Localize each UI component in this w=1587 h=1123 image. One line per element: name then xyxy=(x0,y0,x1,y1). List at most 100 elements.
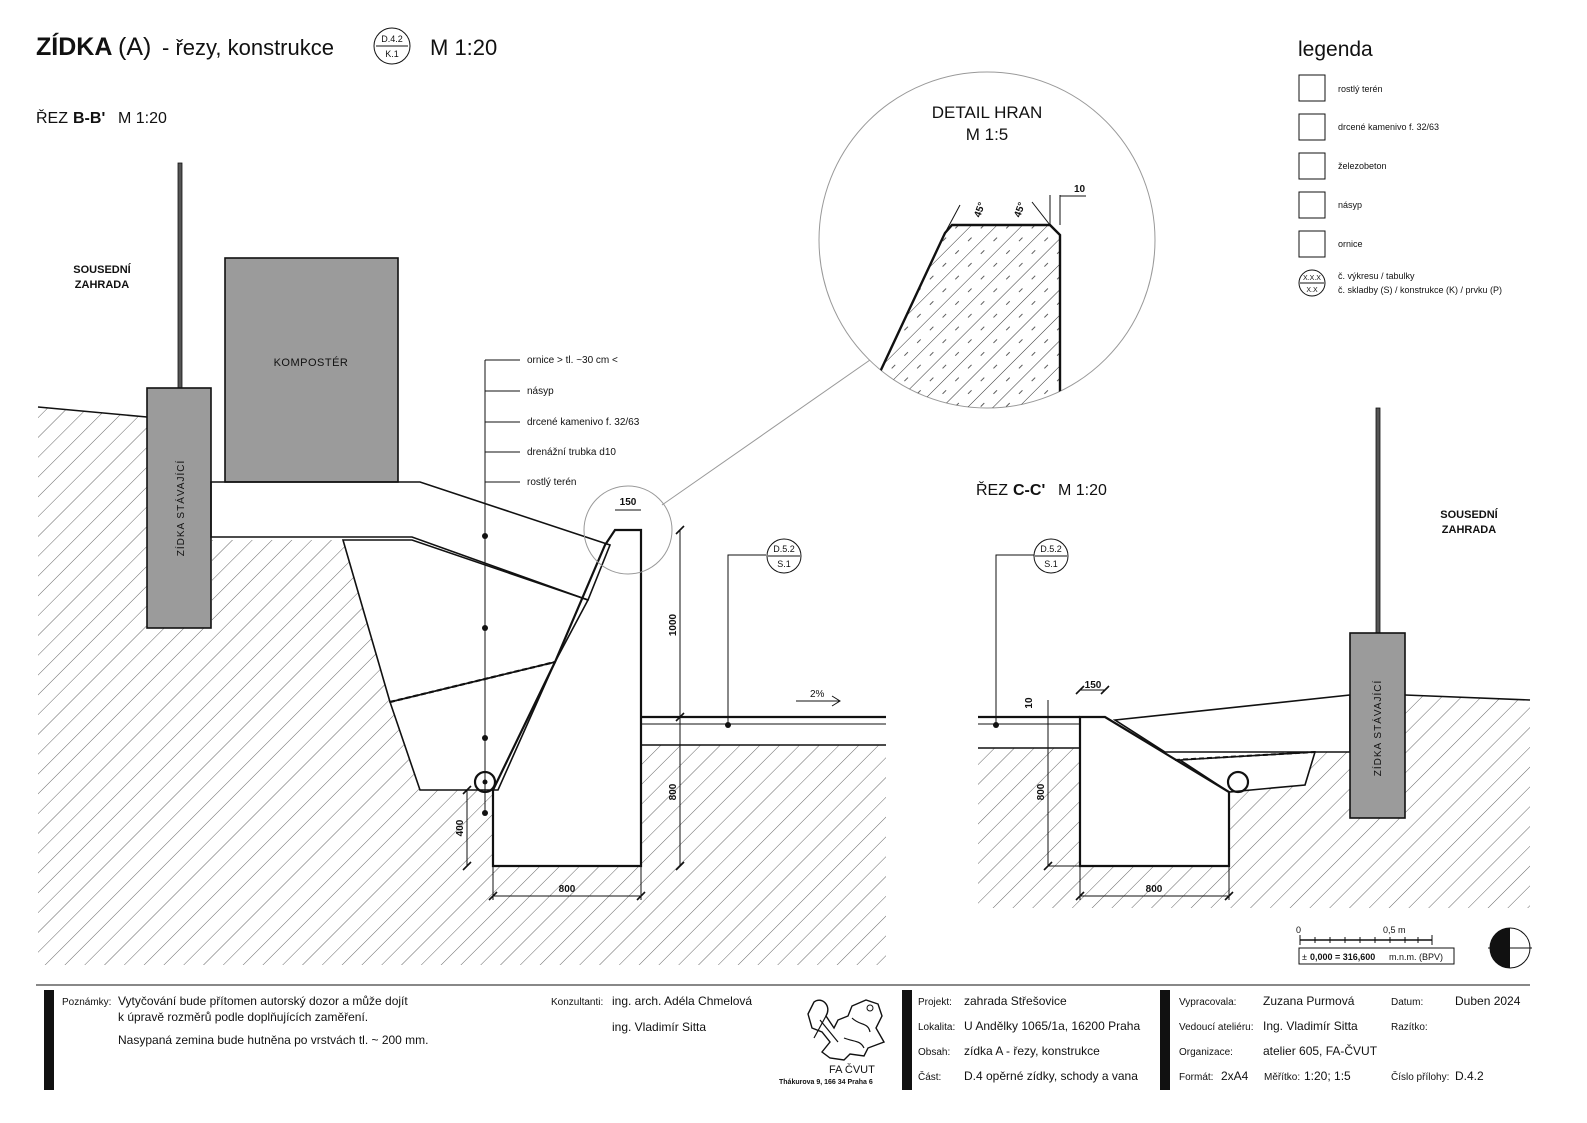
consultant-2: ing. Vladimír Sitta xyxy=(612,1020,707,1034)
scale-label: Měřítko: xyxy=(1264,1072,1301,1083)
date-label: Datum: xyxy=(1391,997,1424,1008)
composter xyxy=(224,257,399,483)
header-ref-symbol: D.4.2 K.1 xyxy=(373,27,411,65)
callout-gravel: drcené kamenivo f. 32/63 xyxy=(527,417,640,428)
svg-text:D.5.2: D.5.2 xyxy=(773,544,795,554)
part-label: Část: xyxy=(918,1072,942,1083)
detail-marker-circle xyxy=(583,485,673,575)
callout-topsoil: ornice > tl. ~30 cm < xyxy=(527,355,618,366)
sheet-value: D.4.2 xyxy=(1455,1069,1484,1083)
legend-swatch-topsoil xyxy=(1298,230,1326,258)
project-value: zahrada Střešovice xyxy=(964,994,1067,1008)
scale-value: 1:20; 1:5 xyxy=(1304,1069,1351,1083)
legend-swatch-gravel xyxy=(1298,113,1326,141)
detail-angle-2: 45° xyxy=(1012,201,1028,219)
head-value: Ing. Vladimír Sitta xyxy=(1263,1019,1358,1033)
stamp-label: Razítko: xyxy=(1391,1022,1428,1033)
section-bb: ŘEZ B-B' M 1:20 ZÍDKA STÁVAJÍCÍ KOMPOSTÉ… xyxy=(36,108,886,965)
part-value: D.4 opěrné zídky, schody a vana xyxy=(964,1069,1138,1083)
callout-drain: drenážní trubka d10 xyxy=(527,447,616,458)
sheet-header: ZÍDKA (A) - řezy, konstrukce D.4.2 K.1 M… xyxy=(36,27,497,65)
note-1b: k úpravě rozměrů podle doplňujících zamě… xyxy=(118,1010,369,1024)
fence-post-bb xyxy=(177,162,183,390)
concrete-wall-cc xyxy=(1078,715,1231,868)
svg-text:K.1: K.1 xyxy=(385,49,399,59)
datum-bold: 0,000 = 316,600 xyxy=(1310,952,1375,962)
neighbor-label-bb-2: ZAHRADA xyxy=(75,279,129,291)
section-cc-prefix: ŘEZ xyxy=(976,480,1008,499)
legend-swatch-terrain xyxy=(1298,74,1326,102)
neighbor-label-bb-1: SOUSEDNÍ xyxy=(73,263,131,276)
dim-800-h-cc: 800 xyxy=(1146,884,1163,895)
logo-name: FA ČVUT xyxy=(829,1064,875,1076)
project-bar xyxy=(902,990,912,1090)
topsoil-layer-cc xyxy=(1112,694,1351,753)
title-scale: M 1:20 xyxy=(430,35,497,60)
legend-label-topsoil: ornice xyxy=(1338,239,1363,249)
ref-symbol-bb: D.5.2 S.1 xyxy=(725,538,802,728)
gravel-layer-bb xyxy=(388,660,557,791)
dim-10-cc: 10 xyxy=(1024,697,1035,709)
dim-400-bb: 400 xyxy=(455,819,466,836)
sheet-label: Číslo přílohy: xyxy=(1391,1072,1450,1083)
scale-half: 0,5 m xyxy=(1383,925,1406,935)
scale-zero: 0 xyxy=(1296,925,1301,935)
legend-ref-line2: č. skladby (S) / konstrukce (K) / prvku … xyxy=(1338,285,1502,295)
section-bb-name: B-B' xyxy=(73,110,105,127)
dim-150-cc: 150 xyxy=(1085,680,1102,691)
notes-bar xyxy=(44,990,54,1090)
slope-label-bb: 2% xyxy=(810,689,825,700)
detail-hran: DETAIL HRAN M 1:5 45° 45° 10 xyxy=(818,71,1156,409)
dim-800-v-cc: 800 xyxy=(1036,783,1047,800)
legend-swatch-fill xyxy=(1298,191,1326,219)
layer-callouts-bb: ornice > tl. ~30 cm < násyp drcené kamen… xyxy=(485,355,640,488)
callout-terrain: rostlý terén xyxy=(527,477,576,488)
title-paren: (A) xyxy=(118,33,151,61)
legend-label-fill: násyp xyxy=(1338,200,1362,210)
author-value: Zuzana Purmová xyxy=(1263,994,1355,1008)
legend-label-concrete: železobeton xyxy=(1338,161,1387,171)
existing-wall-label-bb: ZÍDKA STÁVAJÍCÍ xyxy=(174,460,187,557)
locality-value: U Andělky 1065/1a, 16200 Praha xyxy=(964,1019,1141,1033)
section-cc-scale: M 1:20 xyxy=(1058,482,1107,499)
existing-wall-label-cc: ZÍDKA STÁVAJÍCÍ xyxy=(1371,680,1384,777)
composter-label: KOMPOSTÉR xyxy=(274,356,349,369)
format-value: 2xA4 xyxy=(1221,1069,1249,1083)
svg-text:S.1: S.1 xyxy=(1044,559,1058,569)
consultants-label: Konzultanti: xyxy=(551,997,604,1008)
svg-text:D.5.2: D.5.2 xyxy=(1040,544,1062,554)
dim-800-h-bb: 800 xyxy=(559,884,576,895)
date-value: Duben 2024 xyxy=(1455,994,1521,1008)
neighbor-label-cc-1: SOUSEDNÍ xyxy=(1440,508,1498,521)
title-rest: - řezy, konstrukce xyxy=(162,35,334,60)
legend-label-terrain: rostlý terén xyxy=(1338,84,1383,94)
detail-scale: M 1:5 xyxy=(966,125,1009,144)
detail-angle-1: 45° xyxy=(972,201,988,219)
section-bb-prefix: ŘEZ xyxy=(36,108,68,127)
datum-box xyxy=(1298,947,1455,965)
section-cc: ŘEZ C-C' M 1:20 ZÍDKA STÁVAJÍCÍ 150 10 xyxy=(976,407,1531,908)
legend-swatch-concrete xyxy=(1298,152,1326,180)
north-arrow-icon xyxy=(1488,927,1532,969)
existing-wall-cc xyxy=(1349,632,1406,819)
logo-address: Thákurova 9, 166 34 Praha 6 xyxy=(779,1079,873,1086)
consultant-1: ing. arch. Adéla Chmelová xyxy=(612,994,753,1008)
datum-rest: m.n.m. (BPV) xyxy=(1389,952,1443,962)
existing-wall-bb xyxy=(146,387,212,629)
legend: legenda rostlý terén drcené kamenivo f. … xyxy=(1298,38,1502,297)
section-bb-scale: M 1:20 xyxy=(118,110,167,127)
legend-label-gravel: drcené kamenivo f. 32/63 xyxy=(1338,122,1439,132)
datum-prefix: ± xyxy=(1302,952,1307,962)
detail-title: DETAIL HRAN xyxy=(932,103,1043,122)
org-value: atelier 605, FA-ČVUT xyxy=(1263,1044,1378,1058)
ref-symbol-cc: D.5.2 S.1 xyxy=(993,538,1069,728)
svg-text:S.1: S.1 xyxy=(777,559,791,569)
note-1a: Vytyčování bude přítomen autorský dozor … xyxy=(118,994,408,1008)
legend-ref-line1: č. výkresu / tabulky xyxy=(1338,271,1415,281)
neighbor-label-cc-2: ZAHRADA xyxy=(1442,524,1496,536)
svg-text:X.X: X.X xyxy=(1306,287,1318,294)
content-label: Obsah: xyxy=(918,1047,951,1058)
svg-text:D.4.2: D.4.2 xyxy=(381,34,403,44)
dim-800-v-bb: 800 xyxy=(668,783,679,800)
